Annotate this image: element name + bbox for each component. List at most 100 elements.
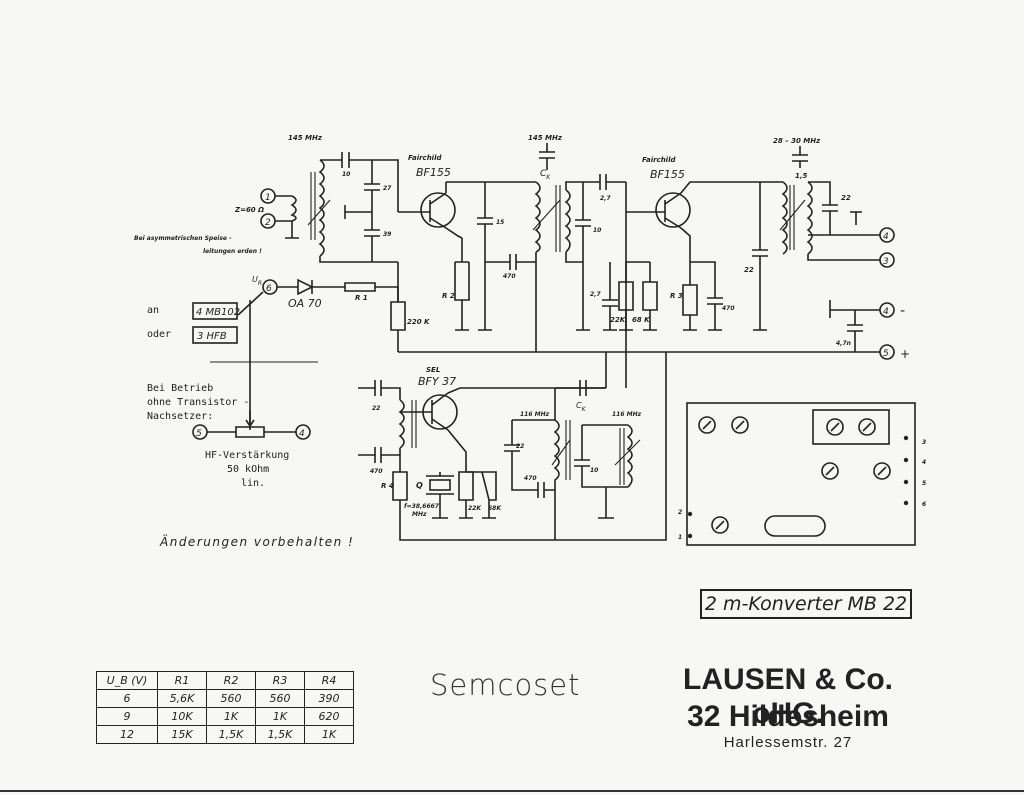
fairchild-2-label: Fairchild [642, 156, 676, 164]
table-header: R4 [304, 671, 354, 690]
if-freq-label: 28 – 30 MHz [773, 137, 821, 145]
agc-network: UR 6 OA 70 R 1 an 4 MB102 oder 3 HFB [147, 275, 399, 430]
transistor-2: Fairchild BF155 R 3 470 2,7 22K 68 K [590, 156, 783, 352]
r1-label: R 1 [355, 294, 368, 302]
table-cell: 9 [96, 707, 158, 726]
minus-label: - [900, 303, 905, 319]
hf-gain-1: HF-Verstärkung [205, 450, 289, 461]
oder-label: oder [147, 329, 171, 340]
company-name: LAUSEN & Co. oHG. [683, 663, 893, 730]
pcb-label-1: 1 [678, 534, 682, 541]
bf155-1-label: BF155 [416, 166, 451, 179]
ground-note-2: leitungen erden ! [203, 248, 262, 255]
pcb-label-2: 2 [678, 509, 682, 516]
hf-pot: Bei Betrieb ohne Transistor - Nachsetzer… [147, 383, 311, 489]
table-cell: 1K [206, 707, 256, 726]
r68k-label: 68 K [632, 316, 650, 324]
cap-10b-label: 10 [593, 227, 601, 234]
bf155-2-label: BF155 [650, 168, 685, 181]
note-1: Bei Betrieb [147, 383, 213, 394]
table-cell: 1K [255, 707, 305, 726]
table-cell: 560 [206, 689, 256, 708]
pcb-label-4: 4 [922, 459, 926, 466]
cap-22b-label: 22 [841, 194, 851, 202]
cap-470c-label: 470 [370, 468, 383, 475]
hf-gain-2: 50 kOhm [227, 464, 269, 475]
table-cell: 6 [96, 689, 158, 708]
pcb-hole [698, 416, 716, 434]
mb102-label: 4 MB102 [196, 307, 240, 318]
hf-gain-3: lin. [241, 478, 265, 489]
label-145mhz-input: 145 MHz [288, 134, 323, 142]
transistor-1: Fairchild BF155 R 2 15 470 [398, 154, 536, 330]
terminal-6-label: 6 [266, 284, 272, 294]
table-row: 9 10K 1K 1K 620 [96, 707, 354, 726]
interstage-145: 145 MHz CK 10 2,7 [528, 134, 626, 352]
brand-logo: Semcoset [430, 668, 581, 702]
company-street: Harlessemstr. 27 [723, 734, 853, 751]
r4-label: R 4 [381, 482, 394, 490]
cap-15-label: 15 [496, 219, 504, 226]
cap-470a-label: 470 [503, 273, 516, 280]
cap-470b-label: 470 [722, 305, 735, 312]
note-2: ohne Transistor - [147, 397, 249, 408]
cap-2-7a-label: 2,7 [600, 195, 611, 202]
r3-label: R 3 [670, 292, 683, 300]
cap-22c-label: 22 [372, 405, 380, 412]
r2-label: R 2 [442, 292, 455, 300]
ur-label: UR [252, 275, 262, 287]
pot-terminal-4-label: 4 [299, 429, 305, 439]
r220k-label: 220 K [407, 318, 430, 326]
table-header: R3 [255, 671, 305, 690]
bias-network: 220 K [390, 262, 430, 352]
terminal-2-label: 2 [265, 218, 271, 228]
r22k-label: 22K [610, 316, 626, 324]
table-row: 6 5,6K 560 560 390 [96, 689, 354, 708]
input-stage: 145 MHz 1 2 Z=60 Ω Bei asymmetrischen Sp… [134, 134, 399, 263]
cap-10-label: 10 [342, 171, 350, 178]
bfy37-label: BFY 37 [418, 375, 456, 388]
crystal-q-label: Q [416, 481, 423, 490]
cap-4-7n-label: 4,7n [836, 340, 851, 347]
terminal-1-label: 1 [265, 193, 271, 203]
crystal-f2-label: MHz [412, 511, 427, 518]
bottom-divider [0, 790, 1024, 792]
table-cell: 620 [304, 707, 354, 726]
table-header-row: U_B (V) R1 R2 R3 R4 [96, 671, 354, 690]
terminal-4-top-label: 4 [883, 232, 889, 242]
cap-22a-label: 22 [744, 266, 754, 274]
crystal-f1-label: f=38,6667 [404, 503, 440, 510]
plus-label: + [900, 347, 910, 361]
terminal-5-label: 5 [883, 349, 889, 359]
note-3: Nachsetzer: [147, 411, 213, 422]
cap-470d-label: 470 [524, 475, 537, 482]
changes-note: Änderungen vorbehalten ! [160, 535, 355, 549]
pcb-label-6: 6 [922, 501, 926, 508]
table-header: R2 [206, 671, 256, 690]
pcb-label-3: 3 [922, 439, 926, 446]
fairchild-1-label: Fairchild [408, 154, 442, 162]
r22k-b-label: 22K [468, 505, 482, 512]
diode-label: OA 70 [288, 297, 322, 310]
terminal-4-power-label: 4 [883, 307, 889, 317]
ground-note-1: Bei asymmetrischen Speise - [134, 235, 232, 242]
table-cell: 390 [304, 689, 354, 708]
pcb-label-5: 5 [922, 480, 926, 487]
pcb-layout: 3 4 5 6 2 1 [678, 402, 926, 546]
table-header: U_B (V) [96, 671, 158, 690]
pot-terminal-5-label: 5 [196, 429, 202, 439]
company-city: 32 Hildesheim [687, 700, 889, 733]
oscillator-stage: SEL BFY 37 22 470 R 4 Q f=38,6667 MHz 22… [358, 352, 667, 541]
resistor-table: U_B (V) R1 R2 R3 R4 6 5,6K 560 560 390 9… [96, 671, 354, 744]
cap-22d-label: 22 [516, 443, 524, 450]
cap-27-label: 27 [383, 185, 392, 192]
sel-label: SEL [426, 366, 440, 374]
an-label: an [147, 305, 159, 316]
title-box: 2 m-Konverter MB 22 [700, 589, 912, 619]
table-cell: 12 [96, 725, 158, 744]
r68k-b-label: 68K [488, 505, 502, 512]
table-cell: 1,5K [255, 725, 305, 744]
if-output: 28 – 30 MHz 1,5 22 22 4 3 4,7n 4 - 5 + [398, 137, 910, 361]
ck-1-label: CK [540, 169, 551, 181]
